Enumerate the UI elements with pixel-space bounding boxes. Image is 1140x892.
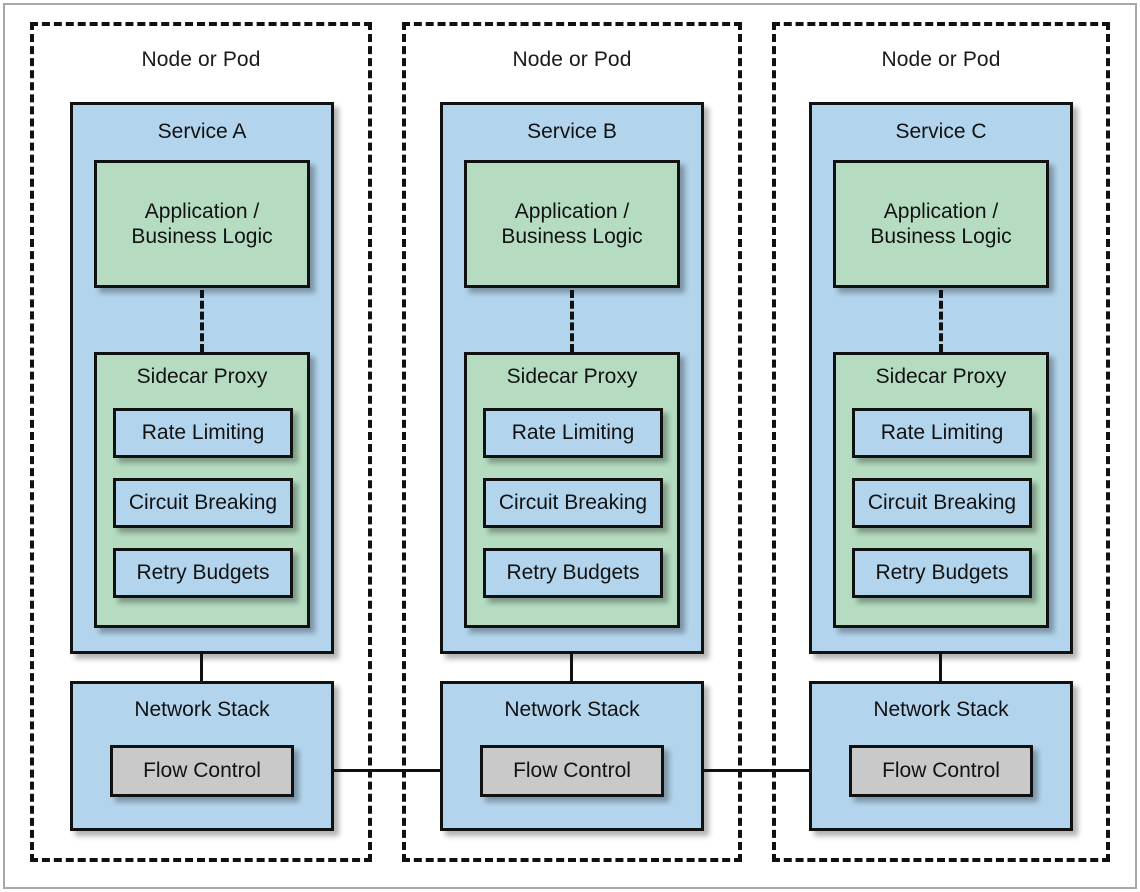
network-stack-title-2: Network Stack [504,698,640,721]
sidecar-proxy-title-1: Sidecar Proxy [136,365,268,388]
connector-service-to-netstack-2 [570,654,573,682]
sidecar-proxy-title-2: Sidecar Proxy [506,365,638,388]
feature-box-retry-budgets-2[interactable]: Retry Budgets [483,548,663,598]
feature-label-retry-budgets-3: Retry Budgets [875,561,1009,585]
feature-label-circuit-breaking-3: Circuit Breaking [867,491,1017,515]
application-box-3[interactable]: Application / Business Logic [833,160,1049,288]
service-title-1: Service A [157,120,247,143]
application-label-line1-1: Application / [144,199,260,223]
feature-label-retry-budgets-1: Retry Budgets [136,561,270,585]
application-label-line2-1: Business Logic [131,225,273,248]
feature-label-rate-limiting-3: Rate Limiting [880,421,1004,445]
feature-label-rate-limiting-1: Rate Limiting [141,421,265,445]
node-label-1: Node or Pod [141,48,261,71]
node-boundary-1: Node or Pod [30,22,372,862]
connector-netstack-1-to-2 [334,769,442,772]
feature-box-retry-budgets-1[interactable]: Retry Budgets [113,548,293,598]
connector-app-to-sidecar-1 [200,290,204,352]
feature-box-rate-limiting-1[interactable]: Rate Limiting [113,408,293,458]
sidecar-proxy-title-3: Sidecar Proxy [875,365,1007,388]
feature-label-circuit-breaking-1: Circuit Breaking [128,491,278,515]
connector-service-to-netstack-3 [939,654,942,682]
application-label-line1-2: Application / [514,199,630,223]
node-boundary-2: Node or Pod [402,22,742,862]
node-boundary-3: Node or Pod [772,22,1110,862]
feature-box-retry-budgets-3[interactable]: Retry Budgets [852,548,1032,598]
connector-app-to-sidecar-2 [570,290,574,352]
node-label-3: Node or Pod [881,48,1001,71]
application-label-2: Application / Business Logic [467,163,677,285]
feature-box-rate-limiting-3[interactable]: Rate Limiting [852,408,1032,458]
application-label-line2-2: Business Logic [501,225,643,248]
flow-control-box-1[interactable]: Flow Control [110,745,294,797]
application-label-3: Application / Business Logic [836,163,1046,285]
flow-control-box-2[interactable]: Flow Control [480,745,664,797]
feature-box-circuit-breaking-2[interactable]: Circuit Breaking [483,478,663,528]
feature-label-rate-limiting-2: Rate Limiting [511,421,635,445]
feature-box-circuit-breaking-1[interactable]: Circuit Breaking [113,478,293,528]
service-title-2: Service B [527,120,617,143]
network-stack-title-3: Network Stack [873,698,1009,721]
feature-label-retry-budgets-2: Retry Budgets [506,561,640,585]
application-box-2[interactable]: Application / Business Logic [464,160,680,288]
connector-service-to-netstack-1 [200,654,203,682]
application-label-line2-3: Business Logic [870,225,1012,248]
flow-control-box-3[interactable]: Flow Control [849,745,1033,797]
feature-label-circuit-breaking-2: Circuit Breaking [498,491,648,515]
connector-netstack-2-to-3 [704,769,811,772]
network-stack-title-1: Network Stack [134,698,270,721]
node-label-2: Node or Pod [512,48,632,71]
service-title-3: Service C [895,120,987,143]
application-label-line1-3: Application / [883,199,999,223]
feature-box-circuit-breaking-3[interactable]: Circuit Breaking [852,478,1032,528]
feature-box-rate-limiting-2[interactable]: Rate Limiting [483,408,663,458]
application-box-1[interactable]: Application / Business Logic [94,160,310,288]
flow-control-label-2: Flow Control [513,759,631,783]
flow-control-label-3: Flow Control [882,759,1000,783]
connector-app-to-sidecar-3 [939,290,943,352]
application-label-1: Application / Business Logic [97,163,307,285]
flow-control-label-1: Flow Control [143,759,261,783]
